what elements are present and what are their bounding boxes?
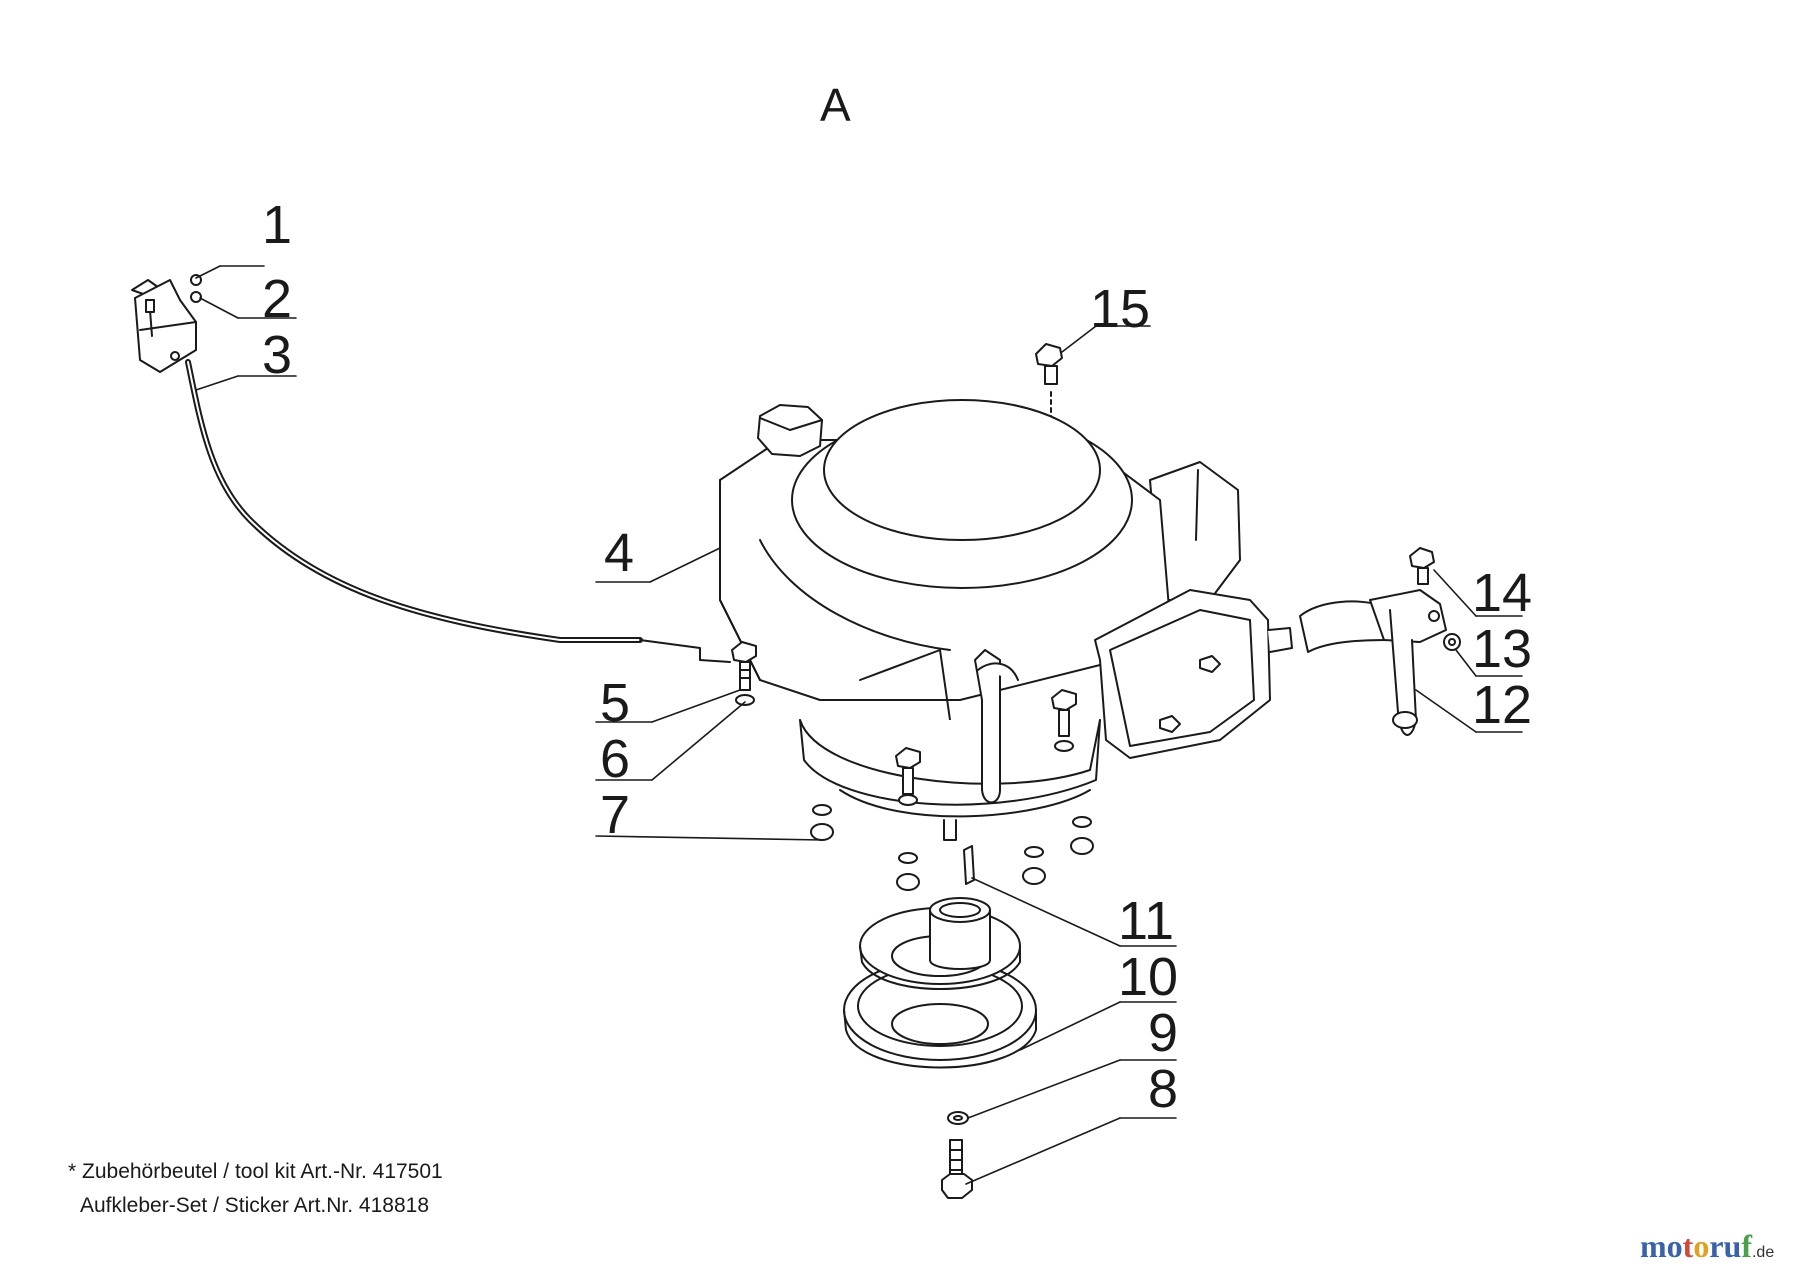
section-label: A xyxy=(820,79,851,131)
callout-leader-lines xyxy=(195,265,1523,1185)
mounting-hardware xyxy=(731,641,1094,891)
footnote-tool-kit: * Zubehörbeutel / tool kit Art.-Nr. 4175… xyxy=(68,1160,443,1183)
callout-12: 12 xyxy=(1472,675,1533,735)
callout-4: 4 xyxy=(604,523,635,583)
callout-13: 13 xyxy=(1472,619,1533,679)
throttle-control-assembly xyxy=(131,274,731,663)
callout-14: 14 xyxy=(1472,563,1533,623)
callout-11: 11 xyxy=(1118,891,1175,951)
bolt-top xyxy=(1035,343,1063,421)
callout-10: 10 xyxy=(1118,947,1179,1007)
brand-logo: motoruf.de xyxy=(1640,1228,1775,1264)
footnote-sticker-set: Aufkleber-Set / Sticker Art.Nr. 418818 xyxy=(80,1194,430,1217)
pulley-bolt xyxy=(941,1139,973,1199)
callout-2: 2 xyxy=(262,269,293,329)
pulley-washer xyxy=(947,1111,969,1125)
callout-15: 15 xyxy=(1090,279,1151,339)
callout-5: 5 xyxy=(600,673,631,733)
callout-1: 1 xyxy=(262,195,293,255)
engine-body xyxy=(719,399,1293,818)
pulley xyxy=(843,897,1037,1069)
callout-7: 7 xyxy=(600,785,631,845)
exhaust-deflector xyxy=(1299,547,1461,736)
crankshaft-key xyxy=(943,819,975,885)
callout-9: 9 xyxy=(1148,1003,1179,1063)
callout-6: 6 xyxy=(600,729,631,789)
callout-3: 3 xyxy=(262,325,293,385)
callout-8: 8 xyxy=(1148,1059,1179,1119)
